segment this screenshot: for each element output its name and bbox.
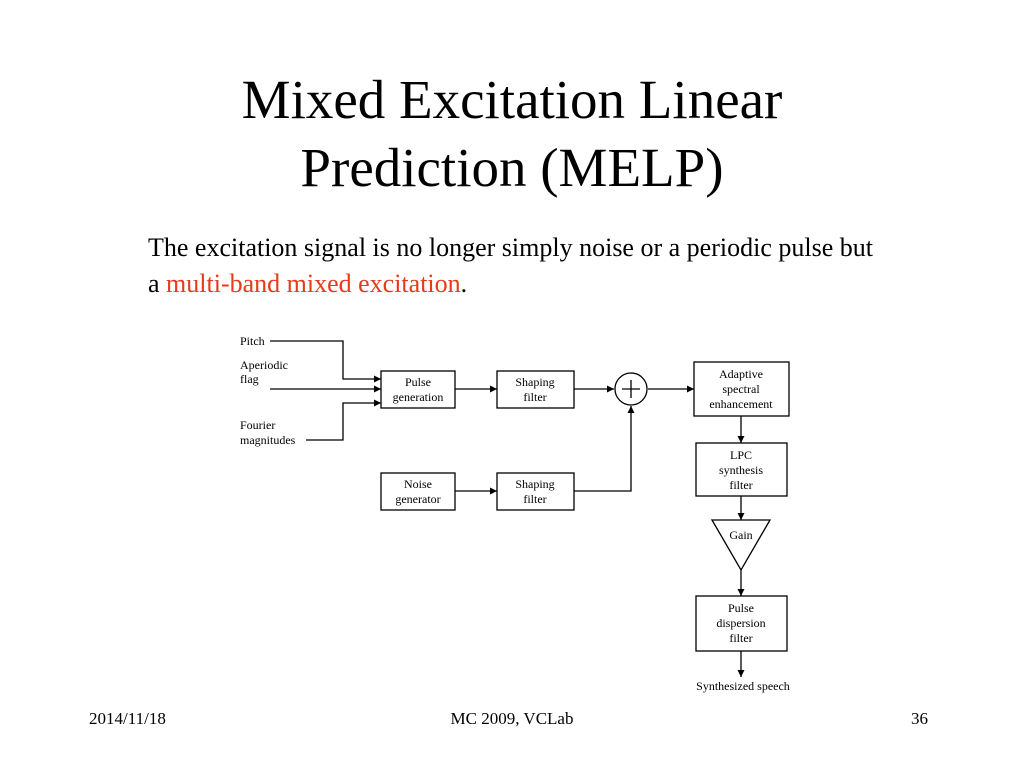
block-shaping-filter-top (496, 370, 575, 409)
gain-label: Gain (729, 528, 752, 542)
input-label-flag: flag (240, 372, 259, 386)
dispersion-label-2: dispersion (716, 616, 765, 630)
shaping-top-label-1: Shaping (515, 375, 554, 389)
block-lpc-synthesis (695, 442, 788, 497)
input-label-aperiodic: Aperiodic (240, 358, 288, 372)
input-label-fourier: Fourier (240, 418, 275, 432)
shaping-bottom-label-2: filter (523, 492, 546, 506)
title-line-1: Mixed Excitation Linear (241, 69, 783, 130)
wire-fourier (306, 399, 381, 441)
lpc-label-2: synthesis (719, 463, 763, 477)
wire-pitch (270, 340, 381, 383)
block-shaping-filter-bottom (496, 472, 575, 511)
title-line-2: Prediction (MELP) (300, 137, 724, 198)
block-adaptive-enhancement (693, 361, 790, 417)
lpc-label-1: LPC (730, 448, 752, 462)
shaping-bottom-label-1: Shaping (515, 477, 554, 491)
dispersion-label-3: filter (729, 631, 752, 645)
dispersion-label-1: Pulse (728, 601, 754, 615)
adaptive-label-3: enhancement (709, 397, 773, 411)
slide-subtitle: The excitation signal is no longer simpl… (148, 230, 888, 302)
slide-title: Mixed Excitation Linear Prediction (MELP… (0, 66, 1024, 202)
pulse-gen-label-2: generation (393, 390, 444, 404)
lpc-label-3: filter (729, 478, 752, 492)
output-label: Synthesized speech (696, 679, 790, 693)
noise-gen-label-1: Noise (404, 477, 432, 491)
shaping-top-label-2: filter (523, 390, 546, 404)
footer-date: 2014/11/18 (89, 709, 166, 728)
page-number: 36 (911, 709, 928, 728)
block-gain (710, 519, 772, 572)
adaptive-label-2: spectral (722, 382, 760, 396)
subtitle-text: The excitation signal is no longer simpl… (148, 233, 873, 298)
input-label-pitch: Pitch (240, 334, 265, 348)
subtitle-highlight: multi-band mixed excitation (166, 269, 461, 298)
footer-center: MC 2009, VCLab (450, 709, 574, 728)
adaptive-label-1: Adaptive (719, 367, 763, 381)
input-label-magnitudes: magnitudes (240, 433, 296, 447)
noise-gen-label-2: generator (395, 492, 440, 506)
wire-shaping2-to-summer (574, 406, 635, 492)
pulse-gen-label-1: Pulse (405, 375, 431, 389)
subtitle-end: . (460, 269, 468, 298)
block-pulse-generation (380, 370, 456, 409)
block-noise-generator (380, 472, 456, 511)
block-pulse-dispersion (695, 595, 788, 652)
